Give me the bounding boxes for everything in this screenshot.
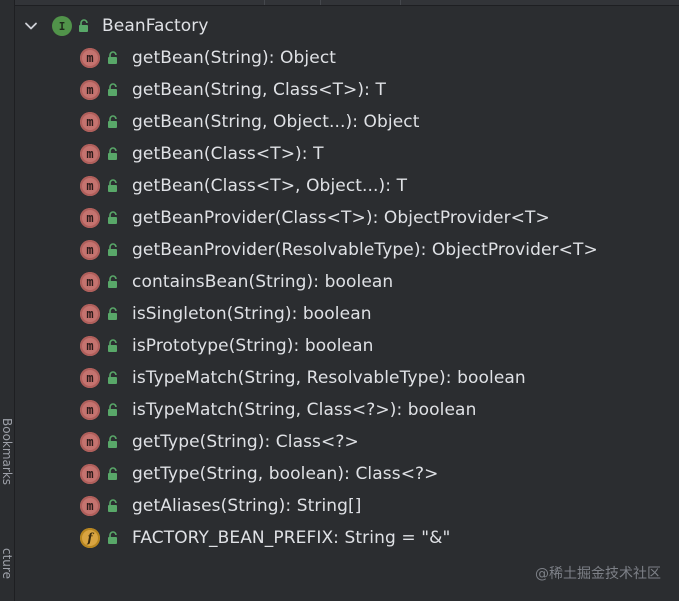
public-lock-icon xyxy=(108,339,117,352)
method-icon: m xyxy=(80,208,100,228)
method-signature-label: getBean(String): Object xyxy=(132,48,337,68)
class-name-label: BeanFactory xyxy=(102,16,209,36)
method-icon: m xyxy=(80,336,100,356)
tree-node-method[interactable]: m getType(String, boolean): Class<?> xyxy=(20,458,670,490)
watermark: @稀土掘金技术社区 xyxy=(535,566,661,582)
public-lock-icon xyxy=(108,115,117,128)
method-icon: m xyxy=(80,48,100,68)
method-signature-label: getAliases(String): String[] xyxy=(132,496,362,516)
public-lock-icon xyxy=(108,435,117,448)
method-signature-label: getBean(Class<T>): T xyxy=(132,144,324,164)
chevron-down-icon[interactable] xyxy=(24,19,38,33)
tree-node-field[interactable]: f FACTORY_BEAN_PREFIX: String = "&" xyxy=(20,522,670,554)
tree-node-method[interactable]: m isPrototype(String): boolean xyxy=(20,330,670,362)
method-icon: m xyxy=(80,304,100,324)
method-signature-label: containsBean(String): boolean xyxy=(132,272,394,292)
method-icon: m xyxy=(80,144,100,164)
method-icon: m xyxy=(80,464,100,484)
method-icon: m xyxy=(80,272,100,292)
method-icon: m xyxy=(80,80,100,100)
field-signature-label: FACTORY_BEAN_PREFIX: String = "&" xyxy=(132,528,451,548)
method-signature-label: getBean(String, Object...): Object xyxy=(132,112,420,132)
tree-node-beanfactory[interactable]: I BeanFactory xyxy=(20,10,670,42)
tree-node-method[interactable]: m getBeanProvider(ResolvableType): Object… xyxy=(20,234,670,266)
tree-node-method[interactable]: m containsBean(String): boolean xyxy=(20,266,670,298)
tree-node-method[interactable]: m getBean(String): Object xyxy=(20,42,670,74)
public-lock-icon xyxy=(108,147,117,160)
method-signature-label: isTypeMatch(String, Class<?>): boolean xyxy=(132,400,477,420)
public-lock-icon xyxy=(79,19,88,32)
field-icon: f xyxy=(80,528,100,548)
public-lock-icon xyxy=(108,531,117,544)
method-icon: m xyxy=(80,368,100,388)
public-lock-icon xyxy=(108,51,117,64)
method-icon: m xyxy=(80,400,100,420)
member-list: m getBean(String): Object m getBean(String,… xyxy=(20,42,670,554)
method-icon: m xyxy=(80,496,100,516)
toolbar-divider xyxy=(264,0,265,5)
public-lock-icon xyxy=(108,179,117,192)
method-signature-label: isPrototype(String): boolean xyxy=(132,336,374,356)
method-signature-label: getBean(String, Class<T>): T xyxy=(132,80,386,100)
method-signature-label: getBeanProvider(ResolvableType): ObjectP… xyxy=(132,240,598,260)
public-lock-icon xyxy=(108,83,117,96)
method-icon: m xyxy=(80,240,100,260)
toolbar-divider xyxy=(400,0,401,5)
public-lock-icon xyxy=(108,403,117,416)
structure-tool-tab[interactable]: cture xyxy=(0,548,14,579)
method-signature-label: getBean(Class<T>, Object...): T xyxy=(132,176,408,196)
top-toolbar-strip xyxy=(0,0,679,6)
public-lock-icon xyxy=(108,467,117,480)
method-signature-label: getType(String): Class<?> xyxy=(132,432,359,452)
tree-node-method[interactable]: m getBean(Class<T>): T xyxy=(20,138,670,170)
tree-node-method[interactable]: m getBean(String, Object...): Object xyxy=(20,106,670,138)
interface-icon: I xyxy=(52,16,72,36)
tree-node-method[interactable]: m getBeanProvider(Class<T>): ObjectProvid… xyxy=(20,202,670,234)
tree-node-method[interactable]: m getType(String): Class<?> xyxy=(20,426,670,458)
tree-node-method[interactable]: m isTypeMatch(String, ResolvableType): bo… xyxy=(20,362,670,394)
method-signature-label: isSingleton(String): boolean xyxy=(132,304,372,324)
tree-node-method[interactable]: m getBean(String, Class<T>): T xyxy=(20,74,670,106)
method-icon: m xyxy=(80,112,100,132)
public-lock-icon xyxy=(108,499,117,512)
public-lock-icon xyxy=(108,371,117,384)
method-signature-label: getBeanProvider(Class<T>): ObjectProvide… xyxy=(132,208,550,228)
method-icon: m xyxy=(80,432,100,452)
method-icon: m xyxy=(80,176,100,196)
method-signature-label: getType(String, boolean): Class<?> xyxy=(132,464,439,484)
tree-node-method[interactable]: m getBean(Class<T>, Object...): T xyxy=(20,170,670,202)
public-lock-icon xyxy=(108,243,117,256)
method-signature-label: isTypeMatch(String, ResolvableType): boo… xyxy=(132,368,526,388)
public-lock-icon xyxy=(108,211,117,224)
public-lock-icon xyxy=(108,275,117,288)
tree-node-method[interactable]: m isSingleton(String): boolean xyxy=(20,298,670,330)
bookmarks-tool-tab[interactable]: Bookmarks xyxy=(0,418,14,486)
tree-node-method[interactable]: m getAliases(String): String[] xyxy=(20,490,670,522)
left-tool-window-bar: Bookmarks cture xyxy=(0,0,15,601)
public-lock-icon xyxy=(108,307,117,320)
tree-node-method[interactable]: m isTypeMatch(String, Class<?>): boolean xyxy=(20,394,670,426)
toolbar-divider xyxy=(320,0,321,5)
structure-tree: I BeanFactory m getBean(String): Object m g… xyxy=(20,10,670,554)
